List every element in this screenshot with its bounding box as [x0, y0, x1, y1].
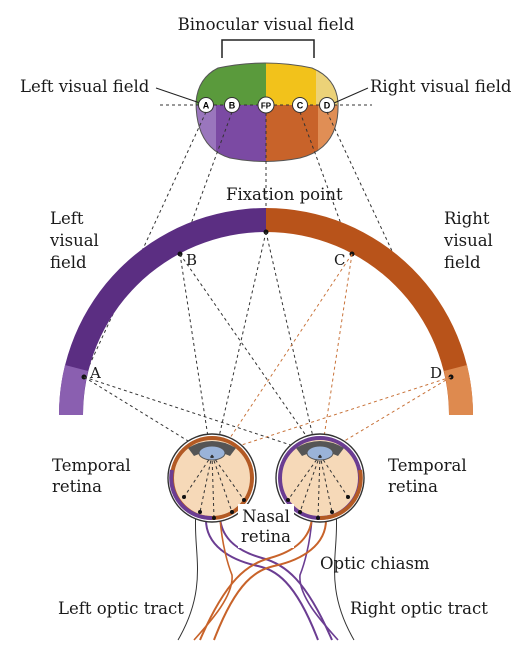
right-arc-label-line2: visual	[443, 231, 493, 250]
left-visual-field-top-label: Left visual field	[20, 77, 150, 96]
left-upper-green	[196, 63, 266, 105]
right-optic-tract-label: Right optic tract	[350, 599, 488, 618]
right-arc-label-line3: field	[444, 253, 481, 272]
right-eye	[275, 433, 365, 523]
right-arc-light	[444, 365, 474, 415]
fixation-point-label: Fixation point	[226, 185, 343, 204]
left-eye	[167, 433, 257, 523]
arc-point-c-label: C	[334, 251, 345, 269]
nasal-retina-label-line2: retina	[241, 527, 291, 546]
arc-point-d-label: D	[430, 364, 442, 382]
right-visual-field-top-label: Right visual field	[370, 77, 512, 96]
right-arc-dark	[266, 208, 473, 415]
right-upper-yellow	[266, 63, 316, 105]
nasal-retina-label-bg	[238, 504, 294, 548]
left-arc-light	[58, 365, 88, 415]
right-lower-pale	[318, 105, 339, 162]
optic-pathways	[177, 511, 355, 641]
temporal-retina-right-line2: retina	[388, 477, 438, 496]
arc-point-b-label: B	[186, 251, 197, 269]
temporal-retina-left-line1: Temporal	[52, 456, 131, 475]
temporal-retina-left-line2: retina	[52, 477, 102, 496]
ray-lines	[83, 231, 452, 453]
left-eye-iris	[198, 445, 226, 461]
left-field-pointer	[155, 87, 201, 104]
arc-points: B C A D	[81, 229, 454, 382]
right-field-pointer	[333, 87, 369, 104]
top-point-a-label: A	[203, 101, 210, 111]
binocular-bracket	[221, 39, 315, 58]
left-arc-label-line2: visual	[49, 231, 99, 250]
top-point-c-label: C	[297, 101, 304, 111]
right-arc-label-line1: Right	[444, 209, 490, 228]
temporal-retina-right-line1: Temporal	[388, 456, 467, 475]
right-eye-iris	[306, 445, 334, 461]
binocular-field-label: Binocular visual field	[178, 15, 355, 34]
right-upper-pale	[316, 63, 339, 105]
optic-chiasm-label: Optic chiasm	[320, 554, 430, 573]
left-lower-pale	[196, 105, 216, 162]
top-point-d-label: D	[324, 101, 331, 111]
top-point-fp-label: FP	[261, 102, 272, 111]
visual-field-arc	[58, 208, 474, 415]
nasal-retina-label-line1: Nasal	[242, 507, 290, 526]
left-arc-label-line1: Left	[50, 209, 84, 228]
arc-point-a-label: A	[89, 364, 101, 382]
left-optic-tract-label: Left optic tract	[58, 599, 184, 618]
top-point-b-label: B	[229, 101, 236, 111]
left-arc-label-line3: field	[50, 253, 87, 272]
